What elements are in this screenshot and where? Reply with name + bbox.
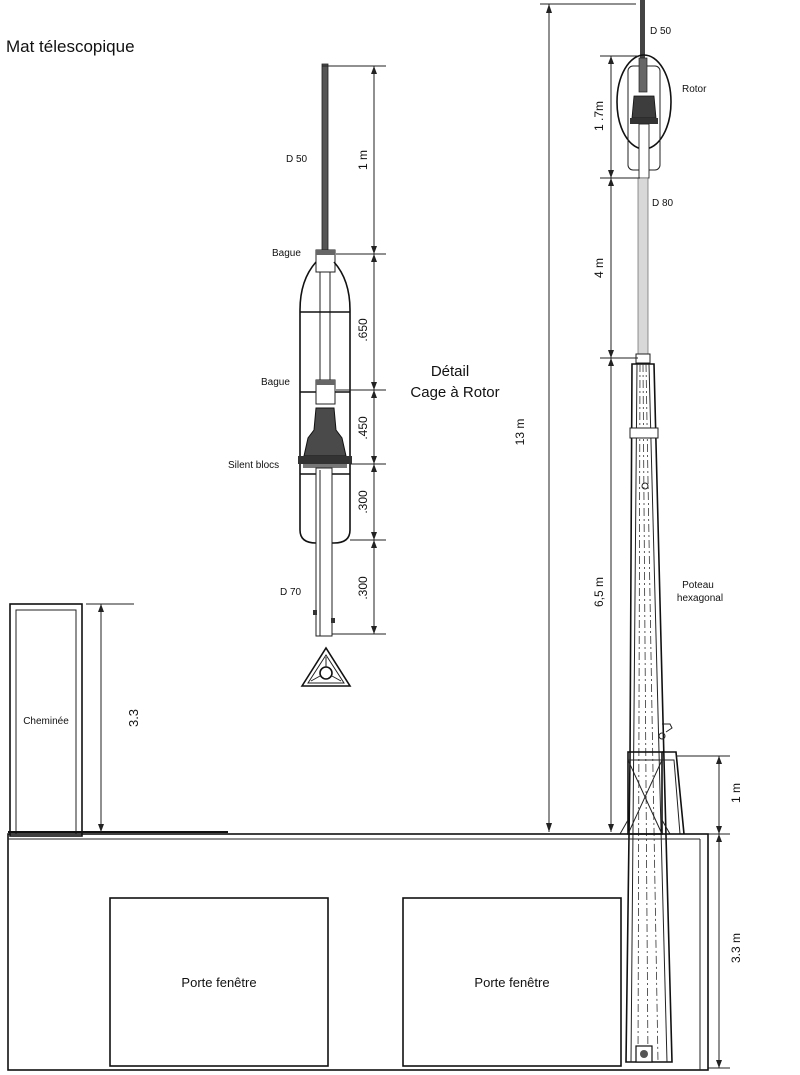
window-right-label: Porte fenêtre <box>474 975 549 990</box>
mast <box>616 0 685 1063</box>
drawing-title: Mat télescopique <box>6 37 135 56</box>
window-left-label: Porte fenêtre <box>181 975 256 990</box>
mast-d50-label: D 50 <box>650 26 672 37</box>
dim-chimney-3-3: 3.3 <box>126 709 141 727</box>
detail-bague-mid-label: Bague <box>261 377 290 388</box>
mast-poteau-label-2: hexagonal <box>677 593 723 604</box>
mast-rotor-label: Rotor <box>682 84 707 95</box>
detail-dimension-chain <box>322 65 386 635</box>
detail-dim-650: .650 <box>356 318 370 342</box>
dim-wall-3-3m: 3.3 m <box>729 933 743 963</box>
detail-heading-line2: Cage à Rotor <box>410 384 499 401</box>
total-height-dimension <box>540 3 636 832</box>
dim-rotor-section: 1 .7m <box>592 101 606 131</box>
hexagonal-pole <box>625 363 673 1063</box>
mast-poteau-label-1: Poteau <box>682 580 714 591</box>
mast-dimension-chain <box>600 55 640 832</box>
dim-d80-section: 4 m <box>592 258 606 278</box>
silent-blocs-plate <box>298 456 352 464</box>
detail-dim-1m: 1 m <box>356 150 370 170</box>
building <box>7 603 709 1071</box>
detail-dim-300a: .300 <box>356 490 370 514</box>
detail-dim-450: .450 <box>356 416 370 440</box>
window-right <box>402 897 622 1067</box>
rotor-motor <box>303 407 347 457</box>
house-wall <box>7 833 709 1071</box>
mast-rotor-motor <box>631 95 657 119</box>
d70-tube <box>315 467 333 637</box>
mast-d50-tube <box>640 0 645 58</box>
wall-bracket <box>619 751 685 835</box>
mast-d80-label: D 80 <box>652 198 674 209</box>
window-left <box>109 897 329 1067</box>
detail-dim-300b: .300 <box>356 576 370 600</box>
rotor-cage-detail: D 50 Bague Bague Silent blocs D 70 1 m .… <box>228 63 500 687</box>
detail-heading-line1: Détail <box>431 363 469 380</box>
chimney <box>9 603 83 837</box>
detail-bague-top-label: Bague <box>272 248 301 259</box>
detail-d70-label: D 70 <box>280 587 302 598</box>
mast-d80-tube <box>637 177 649 357</box>
detail-silent-blocs-label: Silent blocs <box>228 460 279 471</box>
section-symbol <box>300 646 352 687</box>
d50-tube <box>321 63 329 251</box>
dim-bracket-1m: 1 m <box>729 783 743 803</box>
detail-d50-label: D 50 <box>286 154 308 165</box>
chimney-label: Cheminée <box>23 716 69 727</box>
right-dimension-chain <box>676 755 730 1069</box>
chimney-dimension <box>86 603 134 832</box>
dim-total-13m: 13 m <box>513 419 527 446</box>
dim-poteau-section: 6,5 m <box>592 577 606 607</box>
